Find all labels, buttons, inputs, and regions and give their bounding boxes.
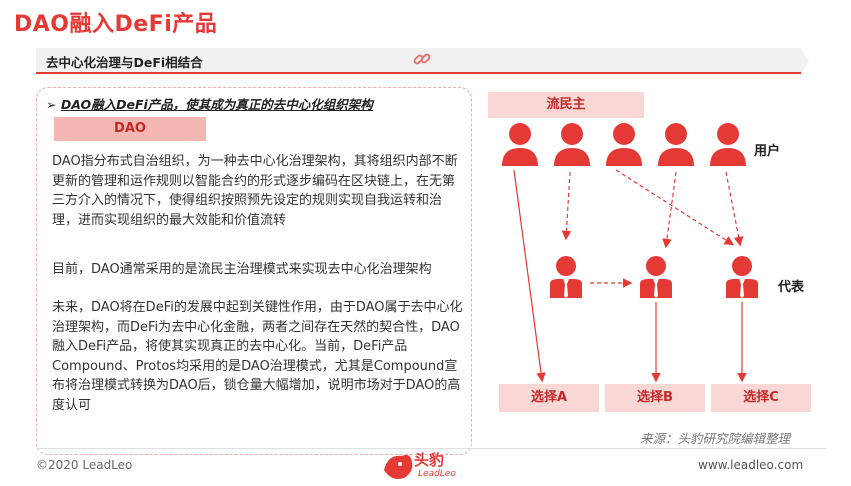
- representative-icon: [550, 256, 582, 298]
- choice-b-box: 选择B: [605, 384, 705, 412]
- bullet-text: DAO融入DeFi产品，使其成为真正的去中心化组织架构: [60, 97, 373, 112]
- footer-website: www.leadleo.com: [698, 458, 804, 472]
- governance-diagram: [502, 123, 758, 383]
- paragraph-definition: DAO指分布式自治组织，为一种去中心化治理架构，其将组织内部不断更新的管理和运作…: [52, 154, 458, 228]
- paragraph-future: 未来，DAO将在DeFi的发展中起到关键性作用，由于DAO属于去中心化治理架构，…: [52, 300, 463, 413]
- arrow-user4-rep2: [662, 171, 677, 249]
- representative-icon: [640, 256, 672, 298]
- arrow-user3-rep3: [615, 169, 735, 246]
- choice-a-box: 选择A: [499, 384, 599, 412]
- section-subtitle: 去中心化治理与DeFi相结合: [46, 55, 203, 70]
- footer-copyright: ©2020 LeadLeo: [36, 458, 133, 472]
- dao-tag: DAO: [54, 117, 206, 141]
- user-person-icon: [658, 123, 694, 166]
- bullet-arrow-icon: ➢: [46, 97, 61, 112]
- footer-divider: [36, 448, 826, 449]
- logo-subtext: LeadLeo: [418, 469, 456, 479]
- subtitle-bar-tip: [801, 48, 809, 74]
- representative-icon: [726, 256, 758, 298]
- user-person-icon: [710, 123, 746, 166]
- leadleo-logo-icon: [384, 454, 413, 479]
- liquid-democracy-header: 流民主: [488, 92, 644, 118]
- paragraph-current: 目前，DAO通常采用的是流民主治理模式来实现去中心化治理架构: [52, 262, 432, 277]
- arrow-user1-choiceA: [513, 169, 546, 383]
- arrow-user5-rep3: [725, 171, 744, 247]
- page-title: DAO融入DeFi产品: [14, 12, 218, 37]
- source-note: 来源：头豹研究院编辑整理: [640, 431, 791, 446]
- users-label: 用户: [754, 144, 781, 159]
- bullet-heading: ➢ DAO融入DeFi产品，使其成为真正的去中心化组织架构: [46, 94, 373, 113]
- logo-text: 头豹: [414, 451, 445, 469]
- choice-c-box: 选择C: [711, 384, 811, 412]
- content-panel: [36, 87, 472, 455]
- user-person-icon: [606, 123, 642, 166]
- arrow-user2-rep1: [561, 171, 572, 241]
- chain-link-icon: [413, 53, 431, 65]
- user-person-icon: [502, 123, 538, 166]
- subtitle-bar: [36, 48, 801, 74]
- representatives-label: 代表: [778, 280, 805, 295]
- user-person-icon: [554, 123, 590, 166]
